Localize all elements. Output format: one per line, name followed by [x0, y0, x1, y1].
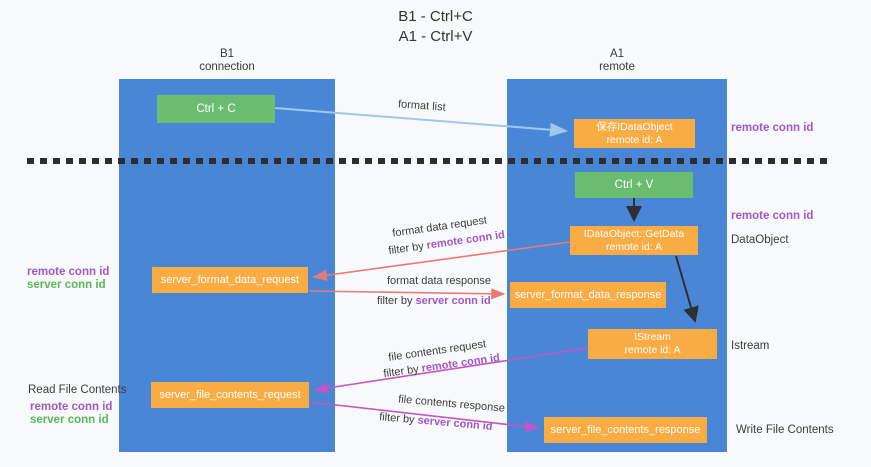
filter-key-server-conn-id: server conn id: [415, 295, 491, 307]
diagram-title: B1 - Ctrl+C A1 - Ctrl+V: [0, 7, 871, 47]
node-ctrl-c-label: Ctrl + C: [196, 103, 236, 115]
filter-prefix: filter by: [378, 411, 419, 427]
annotation-left-lower-remote: remote conn id: [30, 401, 113, 413]
edge-label-filter-response-2: filter by server conn id: [379, 411, 493, 433]
filter-prefix: filter by: [377, 295, 416, 307]
node-idataobject-getdata: IDataObject::GetData remote id: A: [570, 226, 698, 255]
lifeline-header-a1: A1 remote: [507, 48, 727, 74]
node-ctrl-v-label: Ctrl + V: [614, 179, 654, 191]
node-server-file-contents-response: server_file_contents_response: [544, 417, 707, 443]
node-server-file-contents-request: server_file_contents_request: [151, 382, 309, 408]
node-getdata-line2: remote id: A: [605, 240, 663, 253]
node-server-file-contents-request-label: server_file_contents_request: [159, 389, 301, 401]
lifeline-header-b1: B1 connection: [119, 48, 335, 74]
node-istream-line2: remote id: A: [624, 344, 681, 356]
lifeline-b1-name: B1: [219, 48, 235, 60]
edge-label-format-list: format list: [397, 98, 447, 114]
annotation-left-lower-server: server conn id: [30, 414, 109, 426]
node-server-format-data-response: server_format_data_response: [510, 282, 666, 308]
edge-label-format-data-response: format data response: [387, 275, 491, 287]
node-ctrl-c: Ctrl + C: [157, 95, 275, 123]
arrow-format-data-response: [308, 288, 506, 300]
node-save-idataobject-line2: remote id: A: [606, 133, 663, 146]
annotation-remote-conn-id-top: remote conn id: [731, 122, 814, 134]
node-server-format-data-request-label: server_format_data_request: [160, 274, 300, 286]
annotation-write-file-contents: Write File Contents: [736, 424, 834, 436]
node-server-format-data-response-label: server_format_data_response: [514, 289, 662, 301]
filter-prefix: filter by: [387, 239, 428, 258]
annotation-dataobject: DataObject: [731, 234, 789, 246]
lifeline-b1-role: connection: [199, 61, 255, 73]
edge-label-filter-response-1: filter by server conn id: [377, 295, 491, 307]
node-istream: IStream remote id: A: [588, 329, 717, 359]
lifeline-a1-name: A1: [609, 48, 625, 60]
node-getdata-line1: IDataObject::GetData: [583, 227, 685, 240]
filter-prefix: filter by: [382, 362, 423, 381]
filter-key-server-conn-id: server conn id: [417, 414, 494, 433]
annotation-istream: Istream: [731, 340, 770, 352]
annotation-remote-conn-id-mid: remote conn id: [731, 210, 814, 222]
node-ctrl-v: Ctrl + V: [575, 172, 693, 198]
lifeline-a1-role: remote: [599, 61, 635, 73]
node-save-idataobject-line1: 保存IDataObject: [596, 120, 673, 133]
phase-divider-dashed-line: [27, 158, 833, 164]
edge-label-file-contents-response: file contents response: [397, 393, 506, 415]
diagram-title-line1: B1 - Ctrl+C: [398, 8, 473, 25]
annotation-left-upper-remote: remote conn id: [27, 266, 110, 278]
annotation-left-upper-server: server conn id: [27, 279, 106, 291]
node-istream-line1: IStream: [634, 331, 671, 343]
node-save-idataobject: 保存IDataObject remote id: A: [574, 119, 695, 148]
node-server-file-contents-response-label: server_file_contents_response: [550, 424, 701, 436]
annotation-read-file-contents: Read File Contents: [28, 384, 127, 396]
diagram-title-line2: A1 - Ctrl+V: [398, 28, 473, 45]
node-server-format-data-request: server_format_data_request: [152, 267, 308, 293]
